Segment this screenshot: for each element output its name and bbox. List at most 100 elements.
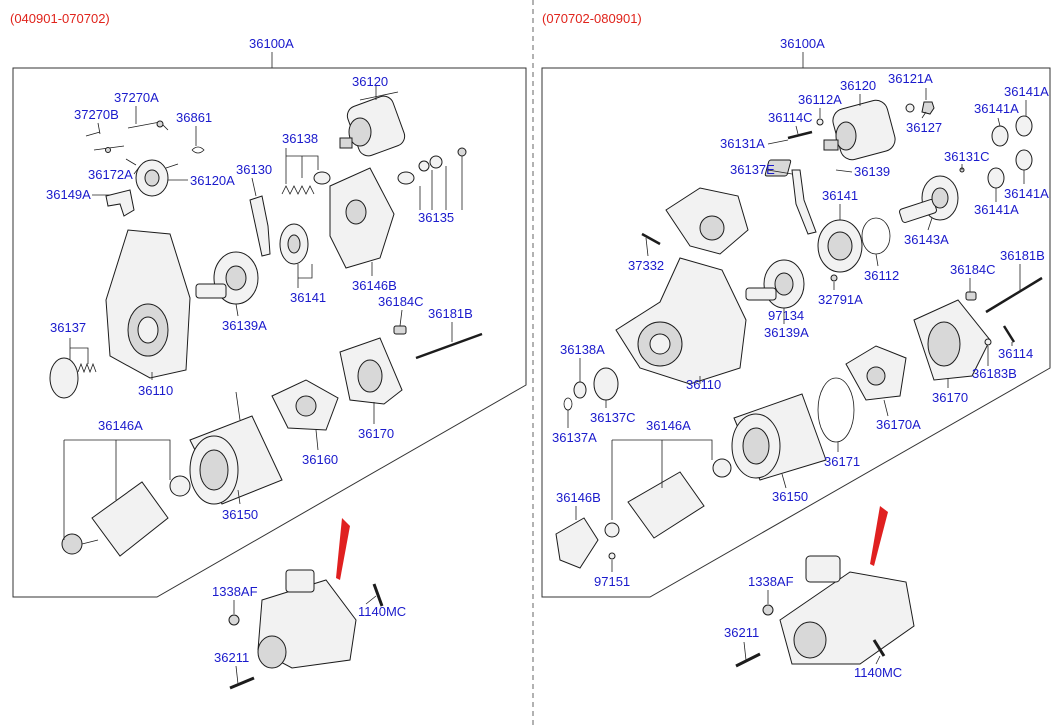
part-label-36170A[interactable]: 36170A: [876, 417, 921, 432]
leader: [875, 655, 881, 665]
part-label-36146A[interactable]: 36146A: [646, 418, 691, 433]
part-label-36127[interactable]: 36127: [906, 120, 942, 135]
part-label-1140MC[interactable]: 1140MC: [854, 665, 902, 680]
part-label-37270A[interactable]: 37270A: [114, 90, 159, 105]
part-label-36141[interactable]: 36141: [822, 188, 858, 203]
part-label-36146B[interactable]: 36146B: [556, 490, 601, 505]
leader: [133, 165, 141, 175]
part-label-36114C[interactable]: 36114C: [768, 110, 813, 125]
part-label-36110[interactable]: 36110: [138, 383, 173, 398]
part-label-36160[interactable]: 36160: [302, 452, 338, 467]
part-label-36149A[interactable]: 36149A: [46, 187, 91, 202]
part-label-1338AF[interactable]: 1338AF: [212, 584, 258, 599]
rear-bracket: [339, 337, 403, 405]
part-label-36141A-lower[interactable]: 36141A: [1004, 186, 1049, 201]
part-label-36139A[interactable]: 36139A: [222, 318, 267, 333]
part-label-36143A[interactable]: 36143A: [904, 232, 949, 247]
through-bolt: [415, 332, 483, 360]
right-assembly-frame: [541, 67, 1051, 598]
leader: [315, 429, 319, 451]
part-label-36211[interactable]: 36211: [724, 625, 759, 640]
leader: [611, 439, 713, 520]
part-label-36184C[interactable]: 36184C: [950, 262, 996, 277]
through-bolt: [985, 276, 1043, 314]
part-label-36172A[interactable]: 36172A: [88, 167, 133, 182]
part-label-36146A[interactable]: 36146A: [98, 418, 143, 433]
part-label-36114[interactable]: 36114: [998, 346, 1033, 361]
armature: [61, 475, 191, 557]
part-label-1140MC[interactable]: 1140MC: [358, 604, 406, 619]
part-label-36139[interactable]: 36139: [854, 164, 890, 179]
overrunning-clutch: [195, 251, 259, 305]
yoke-assembly: [189, 391, 283, 505]
solenoid-switch: [339, 91, 406, 157]
part-label-36121A[interactable]: 36121A: [888, 71, 933, 86]
part-label-32791A[interactable]: 32791A: [818, 292, 863, 307]
arrow-to-assembly: [870, 506, 888, 566]
drive-lever: [249, 195, 271, 257]
leader: [235, 303, 239, 317]
assembled-starter: [735, 555, 915, 668]
part-label-1338AF[interactable]: 1338AF: [748, 574, 794, 589]
part-label-36861[interactable]: 36861: [176, 110, 212, 125]
bolt: [787, 130, 813, 140]
part-label-36141A-top[interactable]: 36141A: [1004, 84, 1049, 99]
part-label-36120[interactable]: 36120: [840, 78, 876, 93]
part-label-97134[interactable]: 97134: [768, 308, 804, 323]
overrunning-clutch: [745, 259, 805, 309]
part-label-36138A[interactable]: 36138A: [560, 342, 605, 357]
part-label-36170[interactable]: 36170: [932, 390, 968, 405]
part-label-36137A[interactable]: 36137A: [552, 430, 597, 445]
leader: [795, 125, 799, 135]
part-label-36112[interactable]: 36112: [864, 268, 899, 283]
part-label-36137C[interactable]: 36137C: [590, 410, 636, 425]
seal-ring: [861, 217, 891, 255]
part-label-36120[interactable]: 36120: [352, 74, 388, 89]
part-label-36181B[interactable]: 36181B: [428, 306, 473, 321]
part-label-37332[interactable]: 37332: [628, 258, 664, 273]
part-label-36130[interactable]: 36130: [236, 162, 272, 177]
part-label-36150[interactable]: 36150: [222, 507, 258, 522]
part-label-36211[interactable]: 36211: [214, 650, 249, 665]
part-label-36141A-upper[interactable]: 36141A: [974, 101, 1019, 116]
gear-housing: [329, 167, 395, 269]
front-housing: [105, 229, 191, 379]
solenoid-switch: [823, 99, 896, 161]
part-label-36150[interactable]: 36150: [772, 489, 808, 504]
part-label-36131A[interactable]: 36131A: [720, 136, 765, 151]
part-label-36120A[interactable]: 36120A: [190, 173, 235, 188]
washer: [608, 552, 616, 560]
part-label-36137E[interactable]: 36137E: [730, 162, 775, 177]
part-label-36137[interactable]: 36137: [50, 320, 86, 335]
part-label-36138[interactable]: 36138: [282, 131, 318, 146]
part-label-36170[interactable]: 36170: [358, 426, 394, 441]
part-label-36171[interactable]: 36171: [824, 454, 860, 469]
part-label-36131C[interactable]: 36131C: [944, 149, 990, 164]
washer: [905, 103, 915, 113]
part-label-36146B[interactable]: 36146B: [352, 278, 397, 293]
snap-ring: [563, 397, 573, 411]
leader: [921, 111, 927, 119]
part-label-36141[interactable]: 36141: [290, 290, 326, 305]
part-label-36184C[interactable]: 36184C: [378, 294, 424, 309]
assembled-starter: [228, 569, 384, 690]
end-plate: [555, 517, 599, 569]
left-date-range: (040901-070702): [10, 11, 110, 26]
leader: [767, 139, 789, 145]
part-label-37270B[interactable]: 37270B: [74, 107, 119, 122]
leader: [251, 177, 257, 197]
part-label-36181B[interactable]: 36181B: [1000, 248, 1045, 263]
part-label-36139A[interactable]: 36139A: [764, 325, 809, 340]
rear-bracket: [913, 299, 991, 381]
front-housing: [615, 257, 747, 385]
right-assembly-label[interactable]: 36100A: [780, 36, 825, 51]
leader: [365, 595, 377, 605]
screw: [641, 232, 661, 246]
part-label-36112A[interactable]: 36112A: [798, 92, 842, 107]
part-label-36135[interactable]: 36135: [418, 210, 454, 225]
part-label-36141A-bottom[interactable]: 36141A: [974, 202, 1019, 217]
part-label-97151[interactable]: 97151: [594, 574, 630, 589]
left-assembly-label[interactable]: 36100A: [249, 36, 294, 51]
part-label-36183B[interactable]: 36183B: [972, 366, 1017, 381]
part-label-36110[interactable]: 36110: [686, 377, 721, 392]
